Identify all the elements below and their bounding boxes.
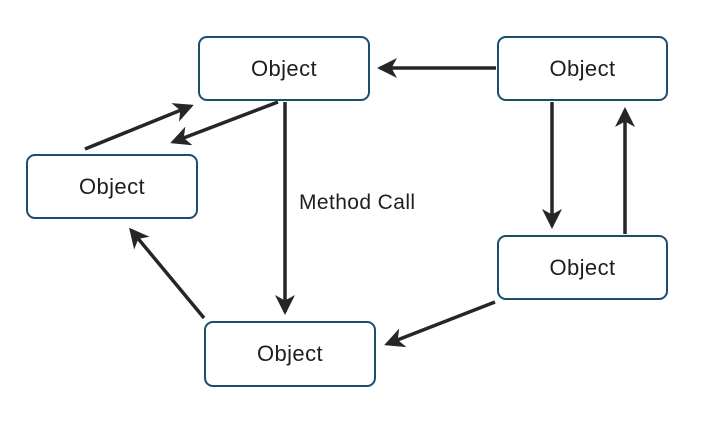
object-node-bottom: Object (204, 321, 376, 387)
method-call-edge-label: Method Call (299, 191, 416, 214)
arrow-bottom-to-left (129, 227, 206, 320)
arrow-left-to-top (84, 103, 194, 151)
object-node-top: Object (198, 36, 370, 101)
object-node-left: Object (26, 154, 198, 219)
object-node-label: Object (251, 55, 317, 81)
object-node-label: Object (549, 55, 616, 81)
object-node-label: Object (549, 254, 616, 280)
arrow-top-to-left (170, 100, 279, 146)
object-node-right: Object (497, 235, 668, 300)
arrow-right-to-bottom (384, 300, 496, 348)
object-node-top-right: Object (497, 36, 668, 101)
object-node-label: Object (79, 173, 145, 199)
object-node-label: Object (257, 341, 323, 366)
